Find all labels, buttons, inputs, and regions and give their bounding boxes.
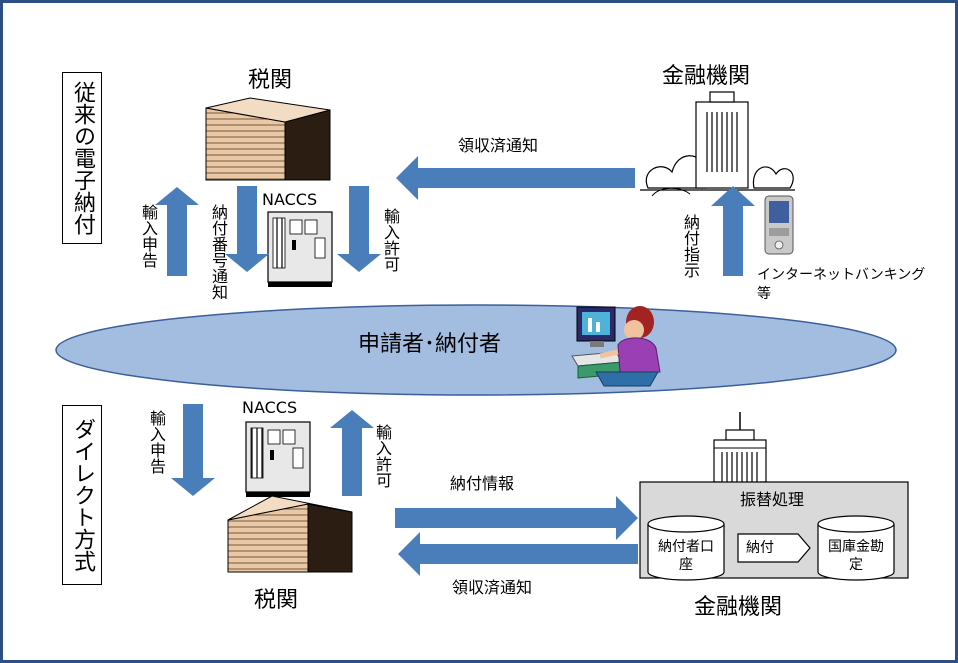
internet-banking-etc-label: 等 bbox=[757, 286, 771, 302]
bottom-bank-building bbox=[713, 412, 767, 483]
top-arrows bbox=[155, 156, 755, 276]
bottom-payment-info: 納付情報 bbox=[450, 474, 515, 493]
transfer-processing-box bbox=[639, 481, 909, 581]
top-naccs-server bbox=[267, 211, 333, 287]
top-bank-label: 金融機関 bbox=[662, 64, 751, 89]
top-section-box: 従来の電子納付 bbox=[62, 72, 102, 244]
bottom-receipt-notice: 領収済通知 bbox=[452, 578, 533, 597]
person-at-computer-icon bbox=[571, 306, 661, 387]
bottom-bank-label: 金融機関 bbox=[694, 595, 783, 620]
bottom-customs-label: 税関 bbox=[254, 588, 299, 613]
bottom-customs-building bbox=[227, 495, 353, 573]
bottom-section-box: ダイレクト方式 bbox=[62, 405, 102, 585]
bottom-import-permission: 輸入許可 bbox=[373, 424, 392, 488]
applicant-label: 申請者･納付者 bbox=[358, 332, 502, 357]
treasury-account-label: 国庫金勘定 bbox=[828, 539, 884, 573]
payer-account-label: 納付者口座 bbox=[658, 539, 714, 573]
top-section-label: 従来の電子納付 bbox=[70, 81, 95, 235]
bottom-arrows bbox=[171, 404, 638, 576]
top-payment-number-notice: 納付番号通知 bbox=[209, 204, 228, 300]
top-payment-instruction: 納付指示 bbox=[681, 214, 700, 278]
top-import-declaration: 輸入申告 bbox=[139, 204, 158, 268]
top-bank-building bbox=[640, 91, 795, 197]
applicant-ellipse bbox=[55, 304, 897, 396]
internet-banking-label: インターネットバンキング bbox=[757, 267, 926, 283]
top-customs-building bbox=[205, 97, 331, 181]
bottom-import-declaration: 輸入申告 bbox=[147, 410, 166, 474]
top-import-permission: 輸入許可 bbox=[381, 208, 400, 272]
bottom-section-label: ダイレクト方式 bbox=[70, 418, 95, 572]
top-customs-label: 税関 bbox=[248, 68, 293, 93]
top-naccs-label: NACCS bbox=[262, 190, 318, 209]
bottom-naccs-server bbox=[245, 421, 311, 497]
payment-label: 納付 bbox=[746, 540, 774, 556]
bottom-naccs-label: NACCS bbox=[242, 398, 298, 417]
top-receipt-notice: 領収済通知 bbox=[458, 136, 539, 155]
mobile-device-icon bbox=[764, 195, 794, 255]
transfer-processing-label: 振替処理 bbox=[740, 490, 805, 509]
